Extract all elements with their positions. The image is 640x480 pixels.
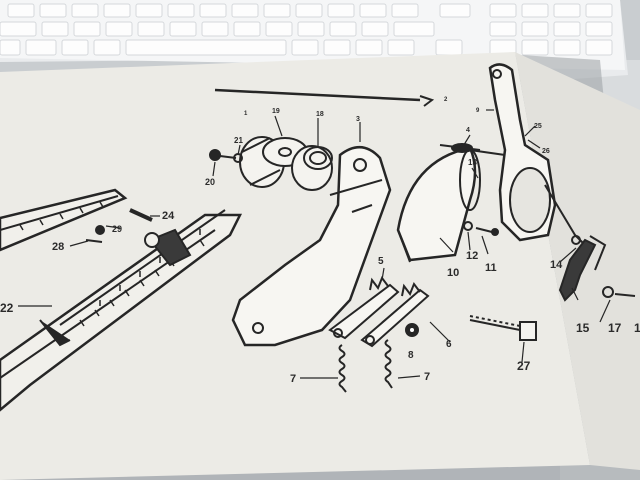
callout-5: 5 [378,256,384,267]
callout-24: 24 [162,210,175,222]
callout-20: 20 [205,177,215,187]
callout-26: 26 [542,148,550,155]
clamp [148,228,192,267]
callout-9: 9 [476,108,480,114]
rail-upper [0,188,128,252]
callout-16: 1 [634,321,640,335]
callout-12: 12 [466,250,478,262]
callout-22: 22 [0,301,14,315]
keyboard [0,0,628,80]
callout-15: 15 [576,321,590,335]
rod-end [419,95,435,107]
bracket-plate-3 [231,146,392,347]
callout-19: 19 [272,108,280,115]
callout-4: 4 [466,127,470,134]
callout-labels: 1 2 3 4 5 6 7 7 8 9 10 11 12 13 14 15 1 … [0,97,640,385]
callout-2: 2 [444,97,448,103]
callout-6: 6 [446,339,452,350]
callout-27: 27 [517,359,531,373]
callout-7b: 7 [424,371,430,383]
coil-spring-18 [291,145,333,191]
rail-22 [0,213,243,412]
bolt-28 [85,239,103,243]
bolt-27 [469,319,521,331]
bolt-11 [475,227,493,233]
leader-lines [18,109,611,379]
lever-5 [328,283,400,340]
callout-14: 14 [550,259,563,271]
callout-7a: 7 [290,373,296,385]
callout-10: 10 [447,267,459,279]
callout-25: 25 [534,123,542,130]
rod-1 [214,88,421,102]
callout-8: 8 [408,350,414,361]
callout-17: 17 [608,321,622,335]
callout-29: 29 [112,224,122,234]
callout-1: 1 [244,111,248,117]
callout-3: 3 [356,116,360,123]
pin-24 [129,208,153,222]
spring-7a [338,344,347,393]
callout-21: 21 [234,136,243,145]
callout-13: 13 [468,158,477,167]
callout-28: 28 [52,241,64,253]
callout-18: 18 [316,111,324,118]
handle-15 [558,238,597,302]
exploded-diagram [0,63,636,412]
callout-11: 11 [485,262,497,274]
spring-7b [384,339,393,389]
